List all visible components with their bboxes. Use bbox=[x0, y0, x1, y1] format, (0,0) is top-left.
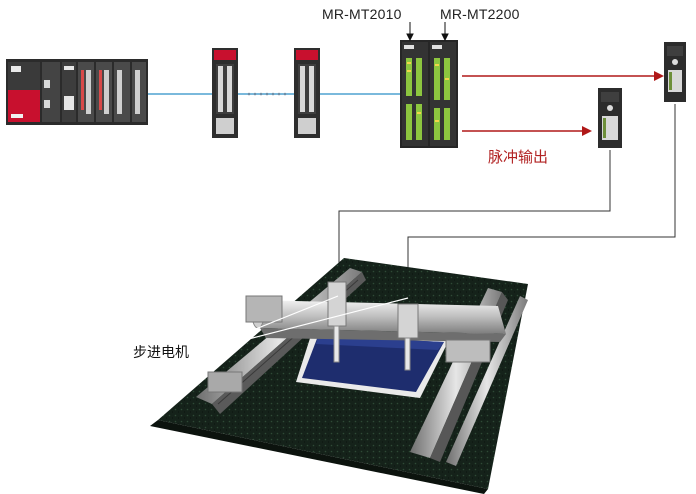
pulse-output-arrows bbox=[462, 71, 664, 136]
stepping-motor-label: 步进电机 bbox=[133, 345, 189, 361]
motor-pointer-lines bbox=[197, 295, 409, 353]
motion-controller-icon bbox=[400, 40, 458, 148]
stepping-driver-icon bbox=[598, 88, 622, 148]
model-label-mt2200: MR-MT2200 bbox=[440, 6, 520, 22]
network-cable bbox=[148, 92, 400, 96]
plc-rack-icon bbox=[6, 59, 148, 125]
stepping-driver-icon bbox=[664, 42, 686, 102]
model-label-mt2010: MR-MT2010 bbox=[322, 6, 402, 22]
model-pointer-arrows bbox=[406, 22, 449, 42]
ellipsis-dots bbox=[247, 92, 287, 96]
pulse-output-label: 脉冲输出 bbox=[488, 148, 549, 166]
motor-cables bbox=[338, 104, 676, 295]
remote-io-module-icon bbox=[294, 48, 320, 138]
remote-io-module-icon bbox=[212, 48, 238, 138]
xy-stage-illustration bbox=[150, 258, 528, 494]
